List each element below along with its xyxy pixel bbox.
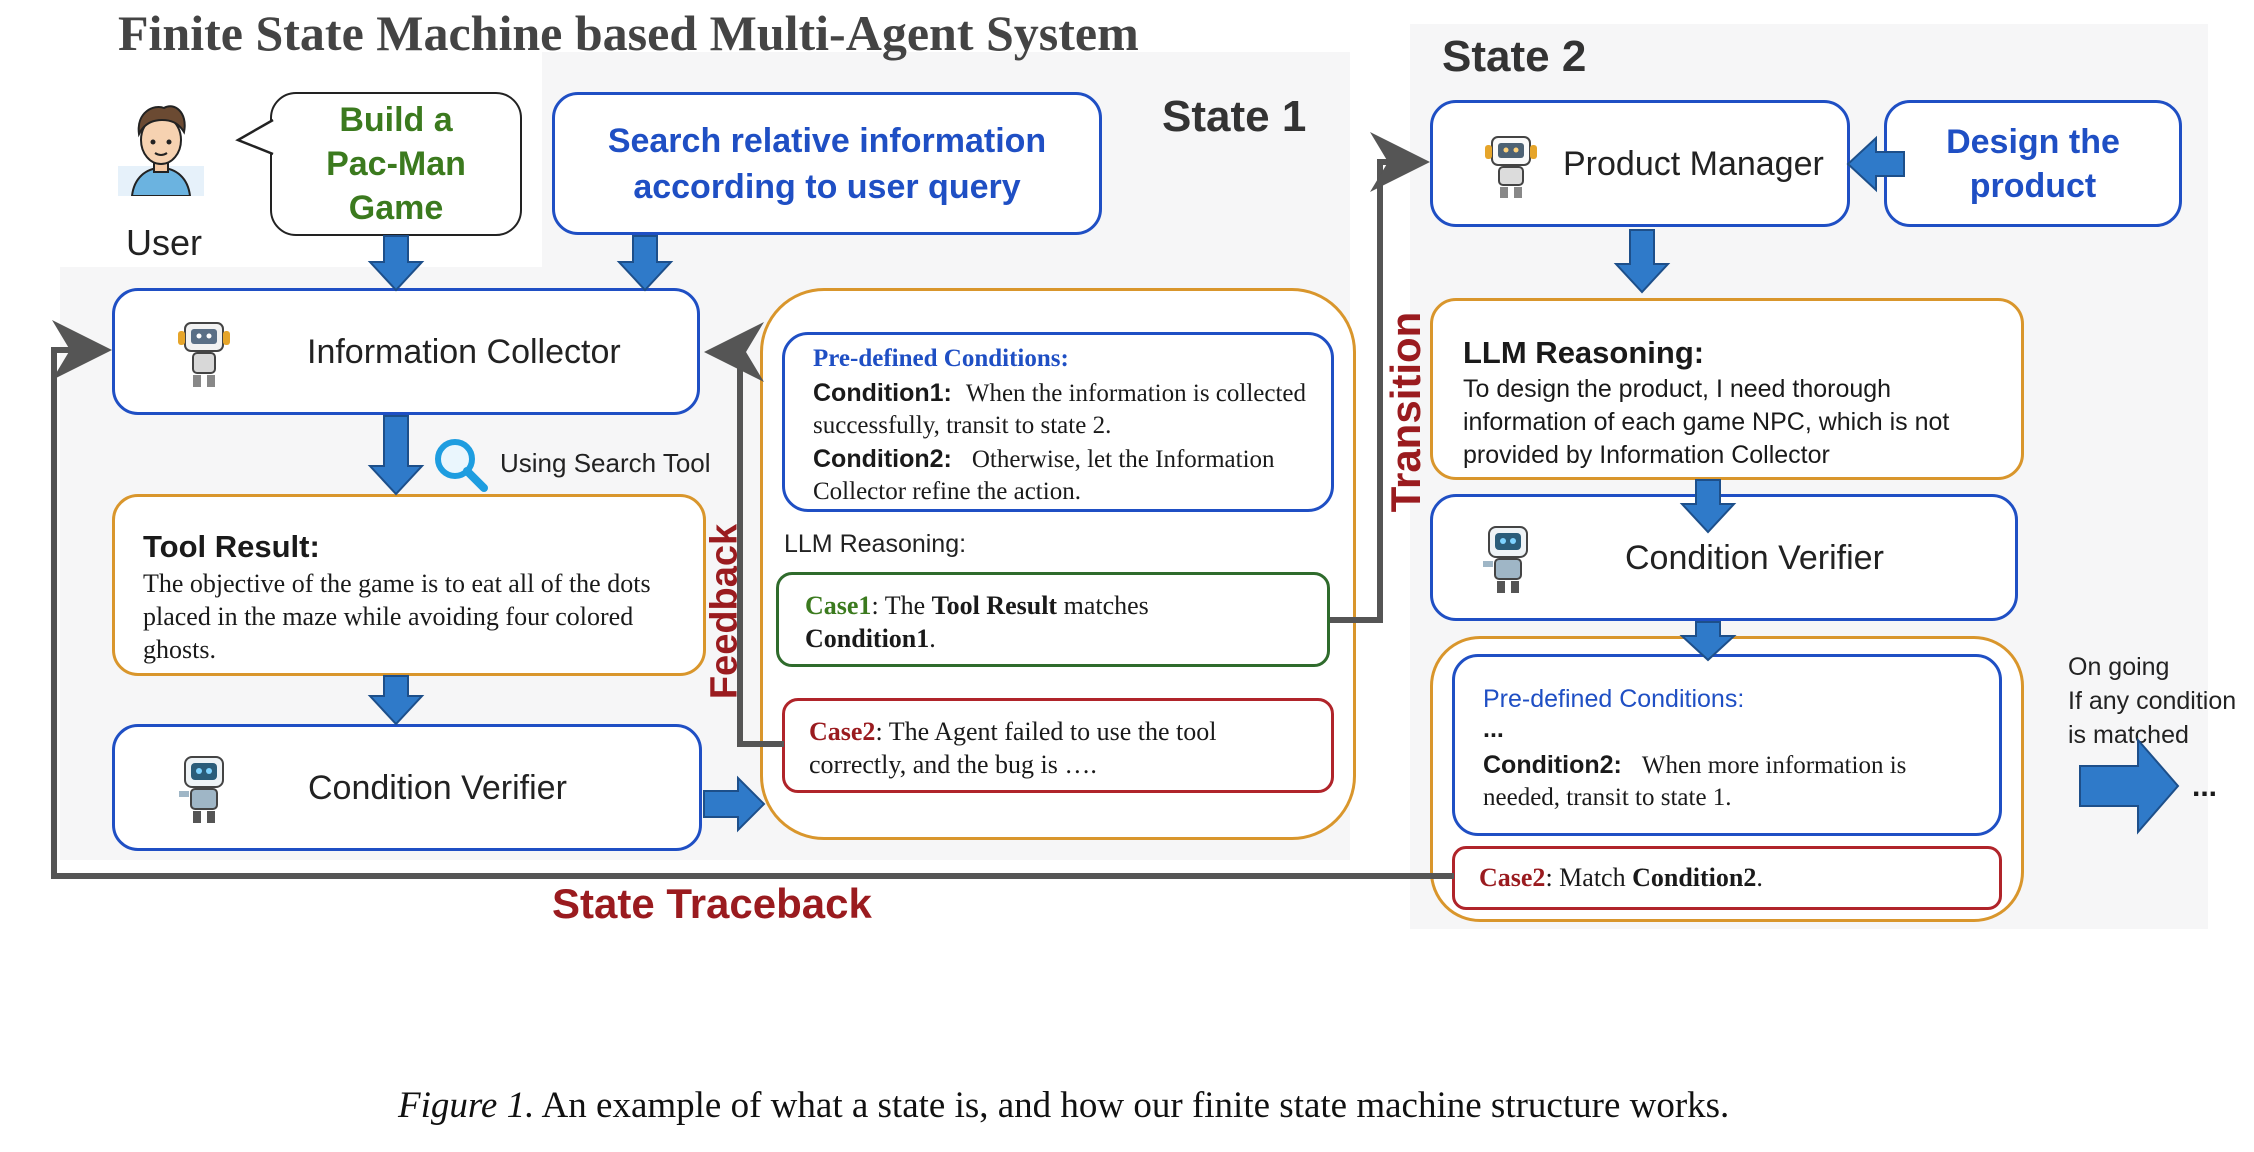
transition-line: [1330, 132, 1430, 623]
tool-result-box: Tool Result: The objective of the game i…: [112, 494, 706, 676]
state-traceback-line: [51, 320, 1454, 879]
case2-bold-state2: Condition2: [1632, 863, 1757, 892]
state-traceback-label: State Traceback: [552, 880, 872, 927]
condition2-text: Otherwise, let the Information Collector…: [813, 446, 1275, 505]
case1-text: Case1: The Tool Result matches Condition…: [805, 589, 1305, 655]
llm-reasoning-box-2: LLM Reasoning: To design the product, I …: [1430, 298, 2024, 480]
design-instruction-box: Design the product: [1884, 100, 2182, 227]
condition1-label: Condition1:: [813, 379, 952, 407]
feedback-label: Feedback: [700, 512, 752, 702]
transition-label: Transition: [1376, 280, 1438, 540]
case2-label-state1: Case2: [809, 717, 876, 746]
transition-text: Transition: [1382, 311, 1429, 513]
condition-verifier-label-1: Condition Verifier: [308, 769, 567, 807]
case2-text-state2: Case2: Match Condition2.: [1479, 863, 1763, 893]
llm-reasoning-label-1: LLM Reasoning:: [784, 530, 967, 558]
diagram-title: Finite State Machine based Multi-Agent S…: [118, 5, 1139, 61]
robot-icon: [175, 319, 233, 389]
predefined-conditions-title-1: Pre-defined Conditions:: [813, 345, 1069, 372]
case2-desc-state1: : The Agent failed to use the tool corre…: [809, 717, 1217, 779]
arrow-verifier-to-conditions: [703, 775, 766, 833]
search-instruction-text: Search relative information according to…: [607, 121, 1047, 206]
case1-text-c: .: [929, 624, 936, 653]
condition2-row: Condition2:Otherwise, let the Informatio…: [813, 443, 1313, 508]
condition-verifier-node-1: Condition Verifier: [112, 724, 702, 851]
figure-caption-text: An example of what a state is, and how o…: [534, 1085, 1730, 1126]
user-request-text: Build a Pac-Man Game: [326, 101, 466, 227]
arrow-search-to-collector: [616, 235, 674, 292]
arrow-design-to-pm: [1846, 135, 1905, 193]
robot-icon: [1479, 523, 1537, 595]
arrow-toolresult-to-verifier: [367, 675, 425, 726]
state2-condition2-text: When more information is needed, transit…: [1483, 752, 1907, 811]
case1-text-b: matches: [1057, 591, 1156, 620]
search-magnifier-icon: [430, 434, 490, 494]
product-manager-label: Product Manager: [1563, 145, 1824, 183]
feedback-text: Feedback: [703, 523, 746, 700]
information-collector-node: Information Collector: [112, 288, 700, 415]
case1-box: Case1: The Tool Result matches Condition…: [776, 572, 1330, 667]
predefined-conditions-box-1: Pre-defined Conditions: Condition1:When …: [782, 332, 1334, 512]
state1-label: State 1: [1162, 92, 1307, 141]
arrow-bubble-to-collector: [367, 235, 425, 292]
figure-caption-label: Figure 1.: [398, 1085, 535, 1126]
arrow-pm-to-llm: [1613, 229, 1671, 294]
llm-reasoning-title-2: LLM Reasoning:: [1463, 335, 1705, 370]
case2-desc-state2: : Match: [1545, 863, 1633, 892]
tool-result-title: Tool Result:: [143, 529, 320, 564]
state2-condition2-label: Condition2:: [1483, 751, 1622, 779]
case1-label: Case1: [805, 591, 872, 620]
user-label: User: [126, 222, 203, 263]
arrow-llm-to-verifier: [1679, 479, 1737, 534]
arrow-ongoing: [2079, 737, 2180, 835]
ongoing-dots: ...: [2192, 770, 2218, 803]
product-manager-node: Product Manager: [1430, 100, 1850, 227]
predefined-ellipsis: ...: [1483, 715, 1504, 743]
ongoing-line3: is matched: [2068, 721, 2189, 749]
condition2-label: Condition2:: [813, 445, 952, 473]
bubble-tail: [235, 118, 274, 156]
user-request-bubble: Build a Pac-Man Game: [270, 92, 522, 236]
design-instruction-text: Design the product: [1946, 122, 2120, 205]
robot-icon: [1483, 133, 1539, 199]
case2-text-state1: Case2: The Agent failed to use the tool …: [809, 715, 1314, 781]
information-collector-label: Information Collector: [307, 333, 621, 371]
ongoing-note: On going If any condition is matched: [2068, 650, 2236, 752]
ongoing-line1: On going: [2068, 653, 2170, 681]
case2-label-state2: Case2: [1479, 863, 1546, 892]
condition-verifier-node-2: Condition Verifier: [1430, 494, 2018, 621]
feedback-line: [704, 322, 784, 747]
figure-caption: Figure 1. An example of what a state is,…: [398, 1084, 1729, 1127]
case1-bold-b: Condition1: [805, 624, 930, 653]
case1-bold-a: Tool Result: [931, 591, 1058, 620]
user-avatar-icon: [118, 98, 204, 197]
ongoing-line2: If any condition: [2068, 687, 2237, 715]
arrow-collector-to-toolresult: [367, 415, 425, 496]
arrow-verifier-to-conditions-2: [1679, 621, 1737, 662]
search-instruction-box: Search relative information according to…: [552, 92, 1102, 235]
tool-result-text: The objective of the game is to eat all …: [143, 569, 651, 664]
search-tool-label: Using Search Tool: [500, 448, 711, 478]
predefined-conditions-box-2: Pre-defined Conditions: ... Condition2:W…: [1452, 654, 2002, 836]
condition1-text: When the information is collected succes…: [813, 380, 1307, 439]
case2-box-state2: Case2: Match Condition2.: [1452, 846, 2002, 910]
condition-verifier-label-2: Condition Verifier: [1625, 539, 1884, 577]
case2-box-state1: Case2: The Agent failed to use the tool …: [782, 698, 1334, 793]
case1-text-a: : The: [871, 591, 932, 620]
robot-icon: [175, 753, 233, 825]
case2-end-state2: .: [1756, 863, 1763, 892]
state2-label: State 2: [1442, 32, 1587, 81]
state2-condition2-row: Condition2:When more information is need…: [1483, 749, 1983, 814]
llm-reasoning-text-2: To design the product, I need thorough i…: [1463, 375, 1950, 469]
condition1-row: Condition1:When the information is colle…: [813, 377, 1313, 442]
predefined-conditions-title-2: Pre-defined Conditions:: [1483, 685, 1745, 713]
